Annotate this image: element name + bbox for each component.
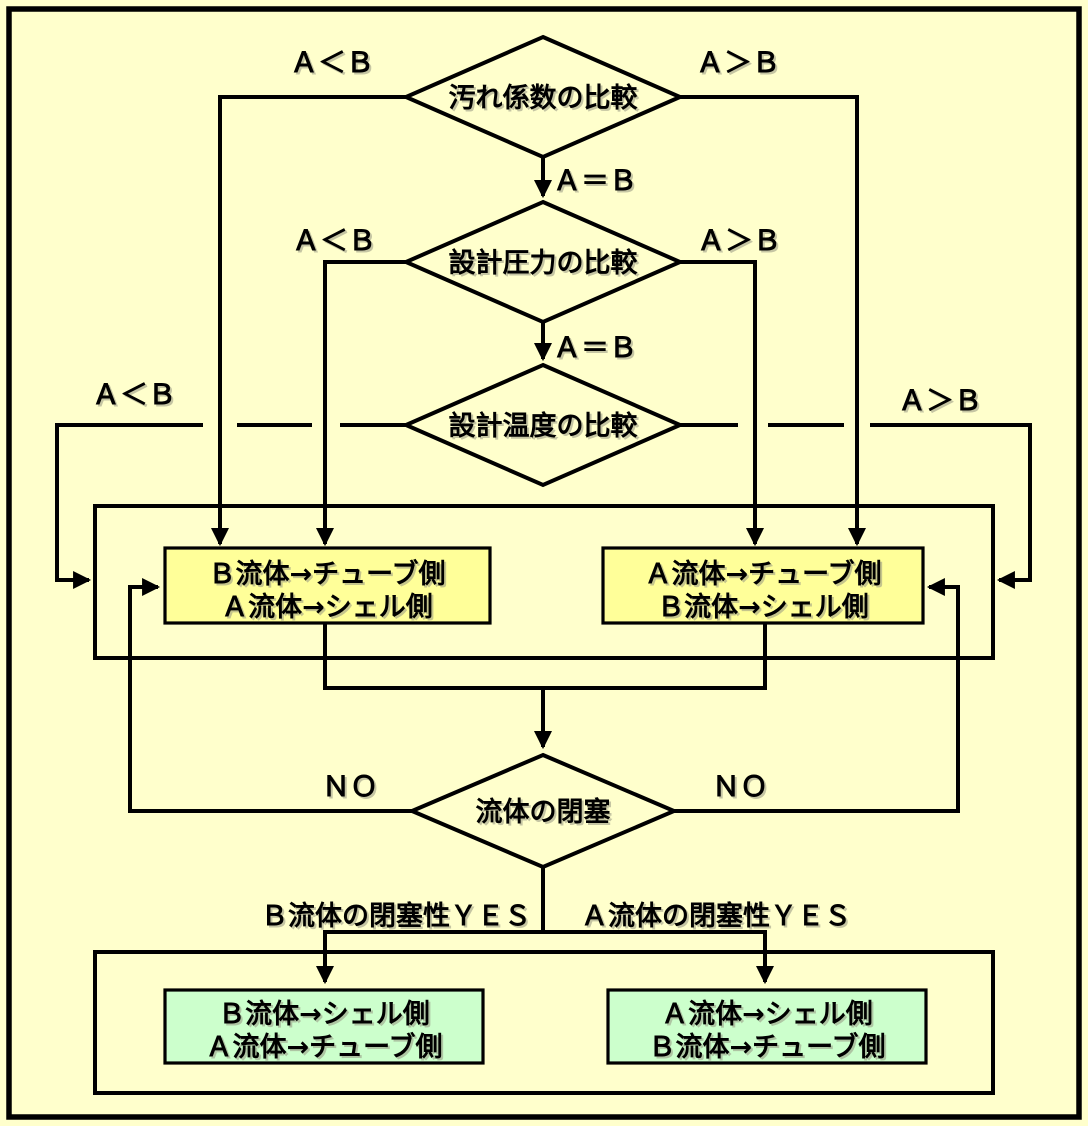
decision-plugging: [406, 752, 680, 870]
decision-pressure-label: 設計圧力の比較: [449, 247, 639, 279]
green-right-line1: Ａ流体→シェル側: [661, 999, 873, 1030]
label-temperature-a-lt-b: Ａ＜Ｂ: [92, 378, 176, 411]
label-fouling-a-gt-b: Ａ＞Ｂ: [696, 46, 780, 79]
yellow-left-line1: Ｂ流体→チューブ側: [208, 558, 445, 590]
label-plugging-no-right: ＮＯ: [712, 770, 768, 803]
flow-fouling-right: [680, 95, 867, 547]
flow-pressure-left: [315, 260, 406, 547]
label-pressure-a-eq-b: Ａ＝Ｂ: [553, 331, 637, 364]
decision-plugging-label: 流体の閉塞: [476, 796, 611, 828]
green-left-line2: Ａ流体→チューブ側: [205, 1031, 442, 1063]
yellow-right-line1: Ａ流体→チューブ側: [644, 558, 881, 590]
yellow-right-line2: Ｂ流体→シェル側: [657, 592, 869, 623]
decision-fouling: [401, 34, 685, 160]
flow-pressure-right: [680, 260, 765, 547]
decision-temperature: [401, 362, 685, 488]
label-plugging-yes-right: Ａ流体の閉塞性ＹＥＳ: [581, 900, 851, 932]
outer-border: [6, 6, 1082, 1120]
flow-temp-left-entry: [55, 423, 203, 590]
upper-container: [93, 504, 995, 660]
flow-no-left-loop: [128, 577, 412, 813]
label-fouling-a-eq-b: Ａ＝Ｂ: [553, 164, 637, 197]
decision-pressure: [401, 199, 685, 325]
label-pressure-a-gt-b: Ａ＞Ｂ: [697, 224, 781, 257]
label-fouling-a-lt-b: Ａ＜Ｂ: [290, 46, 374, 79]
result-box-green-right: [606, 988, 928, 1065]
lower-container: [93, 950, 995, 1095]
yellow-left-line2: Ａ流体→シェル側: [221, 592, 433, 623]
green-left-line1: Ｂ流体→シェル側: [218, 999, 430, 1030]
result-box-green-left: [163, 988, 485, 1065]
label-temperature-a-gt-b: Ａ＞Ｂ: [898, 384, 982, 417]
flow-fouling-left: [210, 95, 406, 547]
result-box-yellow-right: [601, 546, 925, 625]
green-right-line2: Ｂ流体→チューブ側: [648, 1031, 885, 1063]
label-pressure-a-lt-b: Ａ＜Ｂ: [292, 224, 376, 257]
label-plugging-no-left: ＮＯ: [322, 770, 378, 803]
flow-no-right-loop: [674, 577, 960, 813]
decision-temperature-label: 設計温度の比較: [449, 410, 639, 442]
decision-fouling-label: 汚れ係数の比較: [449, 82, 639, 114]
result-box-yellow-left: [163, 546, 492, 625]
label-plugging-yes-left: Ｂ流体の閉塞性ＹＥＳ: [261, 900, 531, 932]
flow-temp-right-entry: [870, 423, 1032, 590]
